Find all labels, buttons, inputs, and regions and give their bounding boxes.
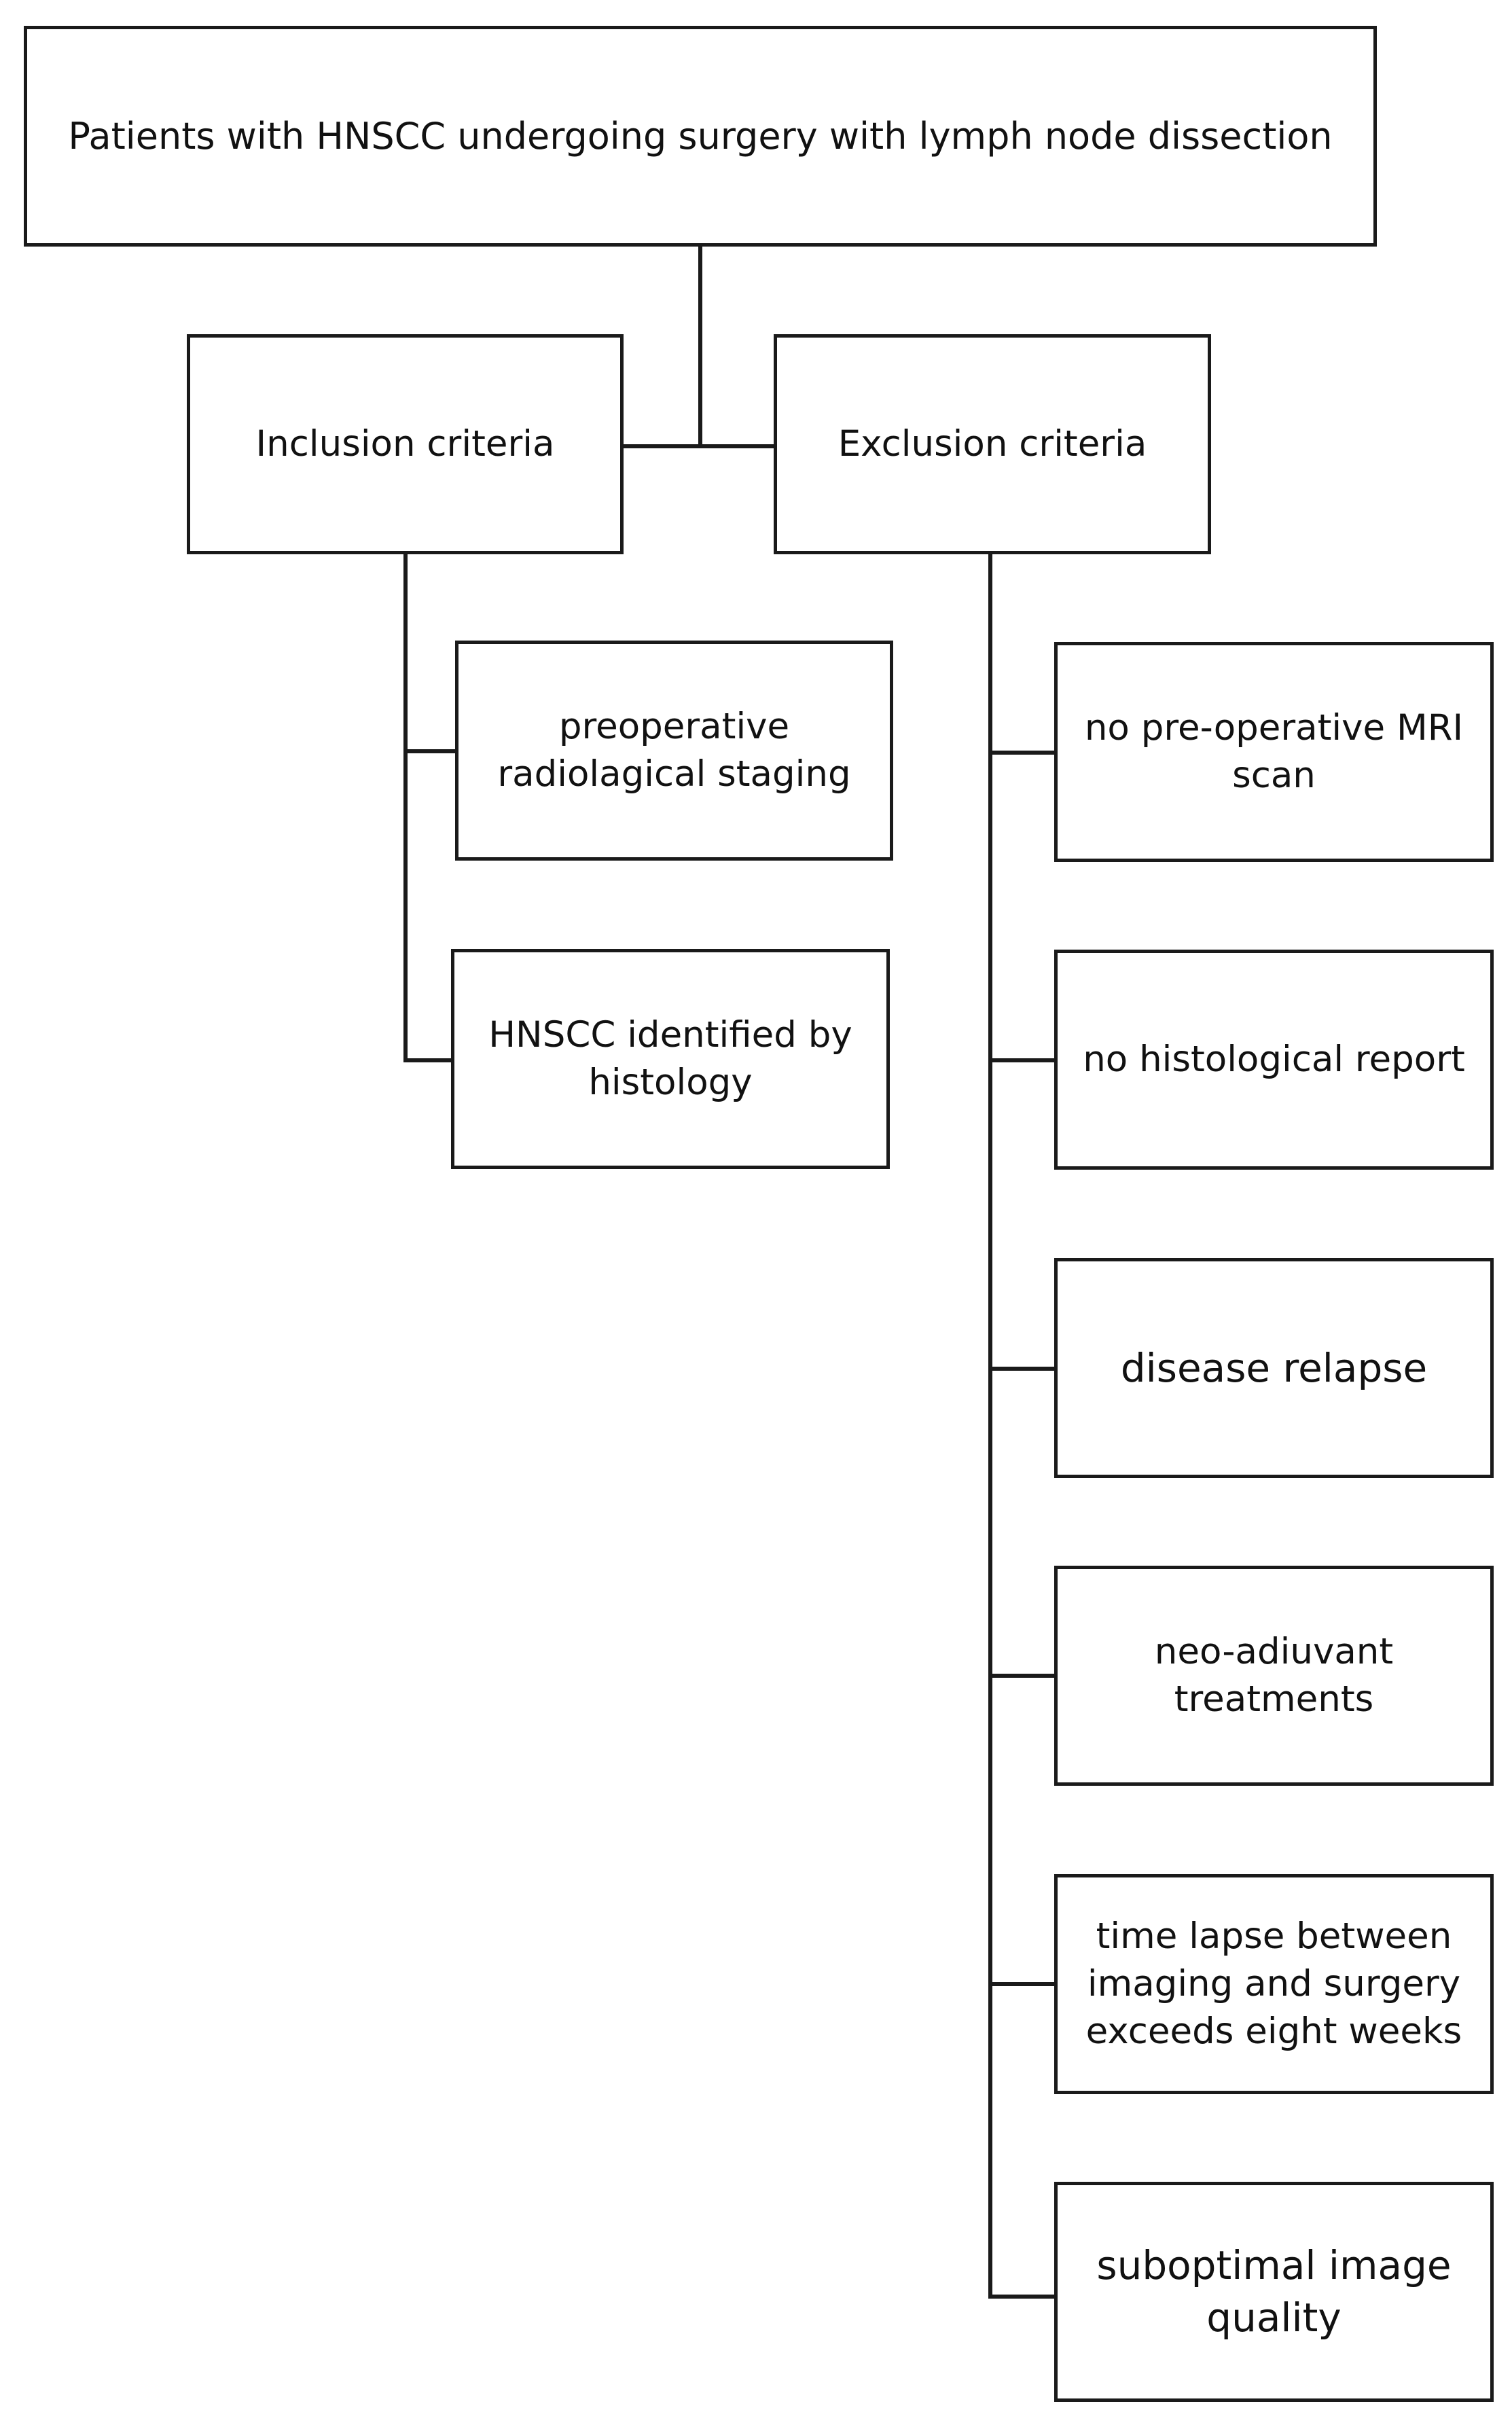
- exclusion-item-text: suboptimal image quality: [1096, 2242, 1452, 2341]
- exclusion-item-text: disease relapse: [1120, 1344, 1428, 1391]
- exclusion-item-no-mri: no pre-operative MRI scan: [1054, 642, 1494, 862]
- exclusion-item-image-quality: suboptimal image quality: [1054, 2182, 1494, 2402]
- inclusion-item-radiological-staging: preoperative radiolagical staging: [455, 641, 893, 861]
- inclusion-item-text: HNSCC identified by histology: [488, 1014, 852, 1103]
- inclusion-criteria-box: Inclusion criteria: [187, 334, 624, 554]
- inclusion-item-text: preoperative radiolagical staging: [497, 706, 851, 795]
- inclusion-item-hnscc-histology: HNSCC identified by histology: [451, 949, 890, 1169]
- exclusion-item-time-lapse: time lapse between imaging and surgery e…: [1054, 1874, 1494, 2094]
- root-box: Patients with HNSCC undergoing surgery w…: [24, 26, 1377, 247]
- exclusion-criteria-box: Exclusion criteria: [774, 334, 1211, 554]
- root-text: Patients with HNSCC undergoing surgery w…: [68, 114, 1333, 158]
- exclusion-item-no-histology: no histological report: [1054, 950, 1494, 1170]
- exclusion-item-text: no histological report: [1083, 1039, 1465, 1081]
- exclusion-item-disease-relapse: disease relapse: [1054, 1258, 1494, 1478]
- exclusion-item-text: neo-adiuvant treatments: [1154, 1631, 1394, 1720]
- exclusion-criteria-title: Exclusion criteria: [838, 423, 1147, 465]
- exclusion-item-text: time lapse between imaging and surgery e…: [1085, 1916, 1462, 2052]
- exclusion-item-text: no pre-operative MRI scan: [1084, 707, 1464, 796]
- exclusion-item-neoadjuvant: neo-adiuvant treatments: [1054, 1566, 1494, 1786]
- inclusion-criteria-title: Inclusion criteria: [255, 423, 555, 465]
